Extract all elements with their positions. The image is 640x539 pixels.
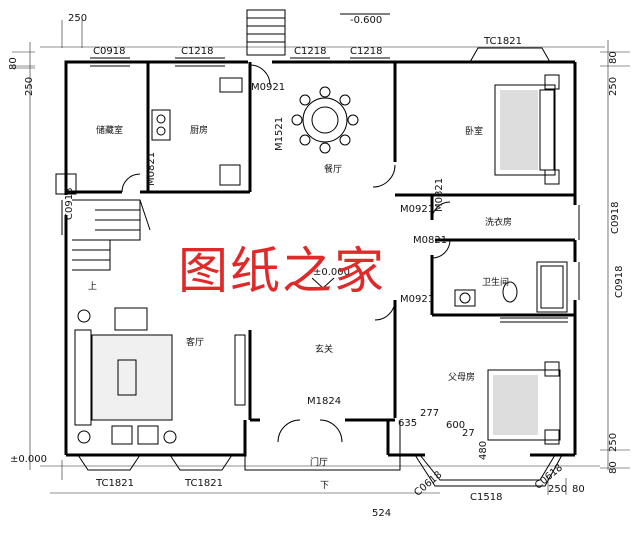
window-c0918-left: C0918 xyxy=(64,188,75,220)
stairs-up: 上 xyxy=(88,281,97,292)
bedroom-bed xyxy=(494,74,560,185)
dining-table xyxy=(291,86,359,154)
parents-bed xyxy=(487,361,561,445)
window-c1518: C1518 xyxy=(470,492,502,503)
dim-left-80: 80 xyxy=(8,57,19,70)
window-c1218-b: C1218 xyxy=(294,46,326,57)
bay-window xyxy=(414,454,563,487)
dim-bottom-524: 524 xyxy=(372,508,391,519)
dim-bottom-250: 250 xyxy=(548,484,567,495)
room-living: 客厅 xyxy=(186,336,204,348)
dim-right-80: 80 xyxy=(608,51,619,64)
window-c0618-l: C0618 xyxy=(412,469,444,498)
room-kitchen: 厨房 xyxy=(190,124,208,136)
window-c1218-c: C1218 xyxy=(350,46,382,57)
entry-steps-top xyxy=(246,9,286,56)
room-bedroom: 卧室 xyxy=(465,125,483,137)
door-m0821-bath: M0821 xyxy=(413,235,447,246)
door-m0921-bath: M0921 xyxy=(400,294,434,305)
door-m0921-top: M0921 xyxy=(251,82,285,93)
bay-600: 600 xyxy=(446,420,465,431)
bay-277: 277 xyxy=(420,408,439,419)
bathroom-fixtures xyxy=(454,261,568,313)
bay-27: 27 xyxy=(462,428,475,439)
window-c1218-a: C1218 xyxy=(181,46,213,57)
room-storage: 储藏室 xyxy=(96,124,123,136)
window-tc1821-bl: TC1821 xyxy=(95,478,134,489)
dim-right-250: 250 xyxy=(608,77,619,96)
dim-right-250b: 250 xyxy=(608,433,619,452)
staircase xyxy=(72,199,151,271)
porch xyxy=(244,419,401,471)
level-left: ±0.000 xyxy=(10,454,47,465)
room-bathroom: 卫生间 xyxy=(482,276,509,288)
room-laundry: 洗衣房 xyxy=(485,216,512,228)
dim-right-80b: 80 xyxy=(608,461,619,474)
window-tc1821-top: TC1821 xyxy=(483,36,522,47)
room-foyer: 玄关 xyxy=(315,343,333,355)
dim-left-250: 250 xyxy=(24,77,35,96)
door-m0821-laundry: M0821 xyxy=(434,178,445,212)
level-top: -0.600 xyxy=(350,15,382,26)
interior-walls xyxy=(66,62,575,422)
level-marker xyxy=(311,277,335,289)
living-room-furniture xyxy=(74,307,246,445)
steps-down: 下 xyxy=(320,481,329,491)
window-c0918-top: C0918 xyxy=(93,46,125,57)
window-markers xyxy=(61,47,580,471)
door-m1824: M1824 xyxy=(307,396,341,407)
door-m1521: M1521 xyxy=(274,117,285,151)
window-c0918-right-a: C0918 xyxy=(610,202,621,234)
dim-bottom-80: 80 xyxy=(572,484,585,495)
kitchen-fixtures xyxy=(151,77,243,186)
room-parents: 父母房 xyxy=(448,371,475,383)
column xyxy=(55,173,77,195)
dim-top-left: 250 xyxy=(68,13,87,24)
door-swings xyxy=(121,64,451,321)
bay-480: 480 xyxy=(478,441,489,460)
level-center: ±0.000 xyxy=(313,267,350,278)
watermark: 图纸之家 xyxy=(178,242,386,300)
room-dining: 餐厅 xyxy=(324,163,342,175)
room-porch: 门厅 xyxy=(310,456,328,468)
window-c0918-right-b: C0918 xyxy=(614,266,625,298)
window-tc1821-br: TC1821 xyxy=(184,478,223,489)
bay-635: 635 xyxy=(398,418,417,429)
door-m0821-kitchen: M0821 xyxy=(146,152,157,186)
door-m0921-bed: M0921 xyxy=(400,204,434,215)
dimension-lines xyxy=(12,20,630,495)
